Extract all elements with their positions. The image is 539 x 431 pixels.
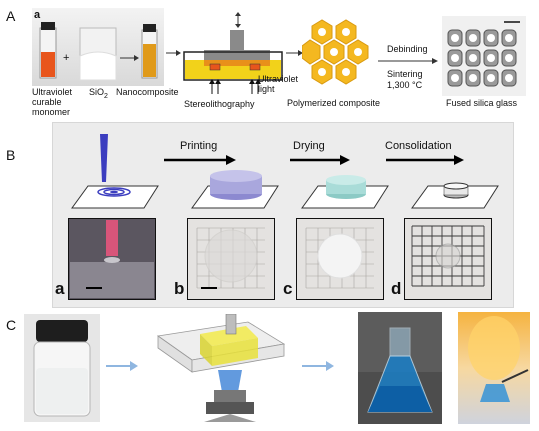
vials-illustration [39, 22, 158, 81]
temperature-label: 1,300 °C [387, 80, 423, 90]
resin-vial-photo [24, 314, 100, 422]
process-schematics [71, 134, 499, 209]
step-arrows [164, 155, 464, 165]
nanocomposite-label: Nanocomposite [116, 87, 179, 97]
photo-d [404, 218, 492, 300]
photo-b [187, 218, 275, 300]
silica-formula: SiO [89, 87, 105, 97]
plus-sign: + [63, 52, 70, 64]
step-consolidation-label: Consolidation [385, 140, 452, 152]
monomer-label: Ultraviolet curable monomer [32, 87, 73, 117]
ultraviolet-light-label: Ultraviolet light [258, 74, 299, 94]
fused-silica-lattice [442, 16, 526, 96]
volumetric-printer-diagram [156, 314, 286, 422]
photo-c [296, 218, 384, 300]
stereolithography-label: Stereolithography [184, 99, 255, 109]
polymerized-label: Polymerized composite [287, 98, 381, 108]
polymerized-lattice [302, 18, 370, 94]
silica-subscript: 2 [104, 92, 108, 100]
photo-label-d: d [391, 279, 402, 298]
panel-b-label: B [6, 147, 16, 163]
photo-label-b: b [174, 279, 185, 298]
inset-label-a: a [34, 9, 41, 21]
blue-flask-photo [358, 312, 442, 424]
arrow-to-printer [106, 361, 138, 371]
flame-test-photo [458, 312, 530, 424]
panel-a-label: A [6, 8, 16, 24]
step-drying-label: Drying [293, 140, 325, 152]
panel-c-label: C [6, 317, 17, 333]
arrow-to-flask [302, 361, 334, 371]
sintering-label: Sintering [387, 69, 423, 79]
photo-label-a: a [55, 279, 65, 298]
fused-silica-label: Fused silica glass [446, 98, 518, 108]
stereolithography-diagram [166, 12, 283, 94]
vials-photo [32, 8, 164, 86]
photo-label-c: c [283, 279, 293, 298]
arrow-to-lattice [286, 50, 303, 56]
photo-a [68, 218, 156, 300]
debinding-label: Debinding [387, 44, 428, 54]
debinding-arrow [378, 58, 438, 64]
silica-label: SiO2 [89, 87, 108, 102]
step-printing-label: Printing [180, 140, 218, 152]
